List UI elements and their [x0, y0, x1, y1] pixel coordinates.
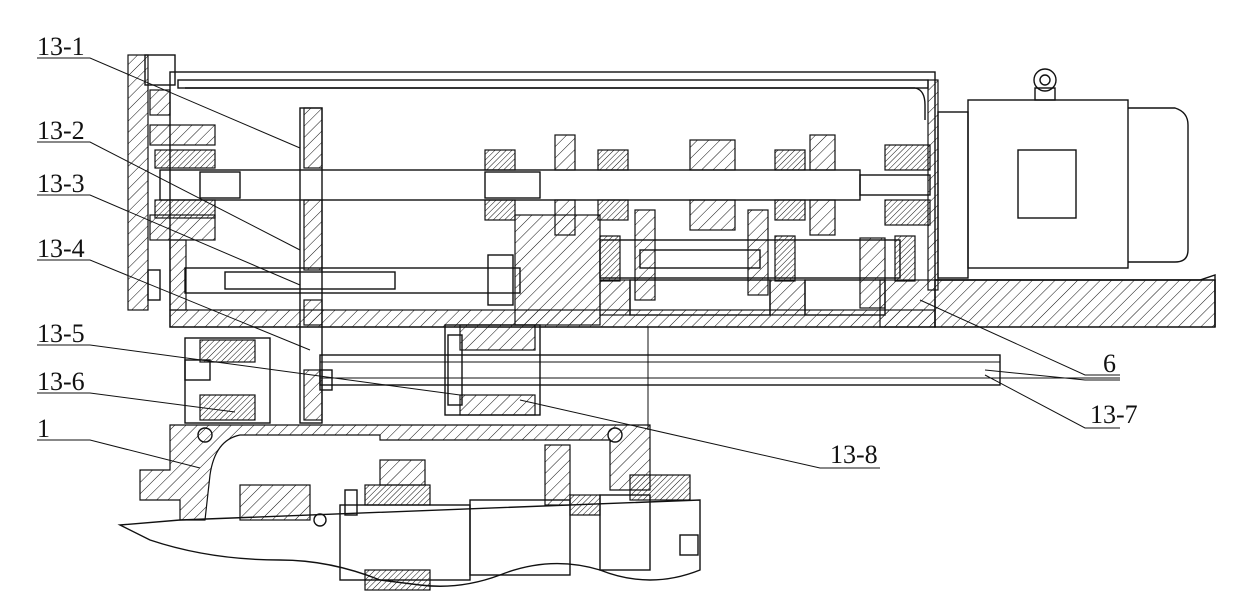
label-13-2: 13-2	[37, 116, 85, 145]
leader-lines	[37, 57, 1120, 469]
part-labels: 13-1 13-2 13-3 13-4 13-5 13-6 1 6 13-7 1…	[37, 32, 1138, 469]
internal-walls	[514, 214, 886, 326]
label-13-4: 13-4	[37, 234, 85, 263]
label-13-7: 13-7	[1090, 400, 1138, 429]
screw-bearing-block	[184, 337, 333, 424]
gear-cluster	[554, 134, 886, 309]
label-6: 6	[1103, 349, 1116, 378]
electric-motor	[937, 68, 1189, 279]
label-1: 1	[37, 414, 50, 443]
large-gear	[299, 107, 323, 424]
label-13-3: 13-3	[37, 169, 85, 198]
lead-screw	[319, 324, 1001, 430]
lower-spindle	[117, 474, 701, 591]
upper-shaft	[154, 144, 931, 226]
label-13-8: 13-8	[830, 440, 878, 469]
label-13-6: 13-6	[37, 367, 85, 396]
label-13-1: 13-1	[37, 32, 85, 61]
left-flange	[127, 54, 216, 311]
label-13-5: 13-5	[37, 319, 85, 348]
